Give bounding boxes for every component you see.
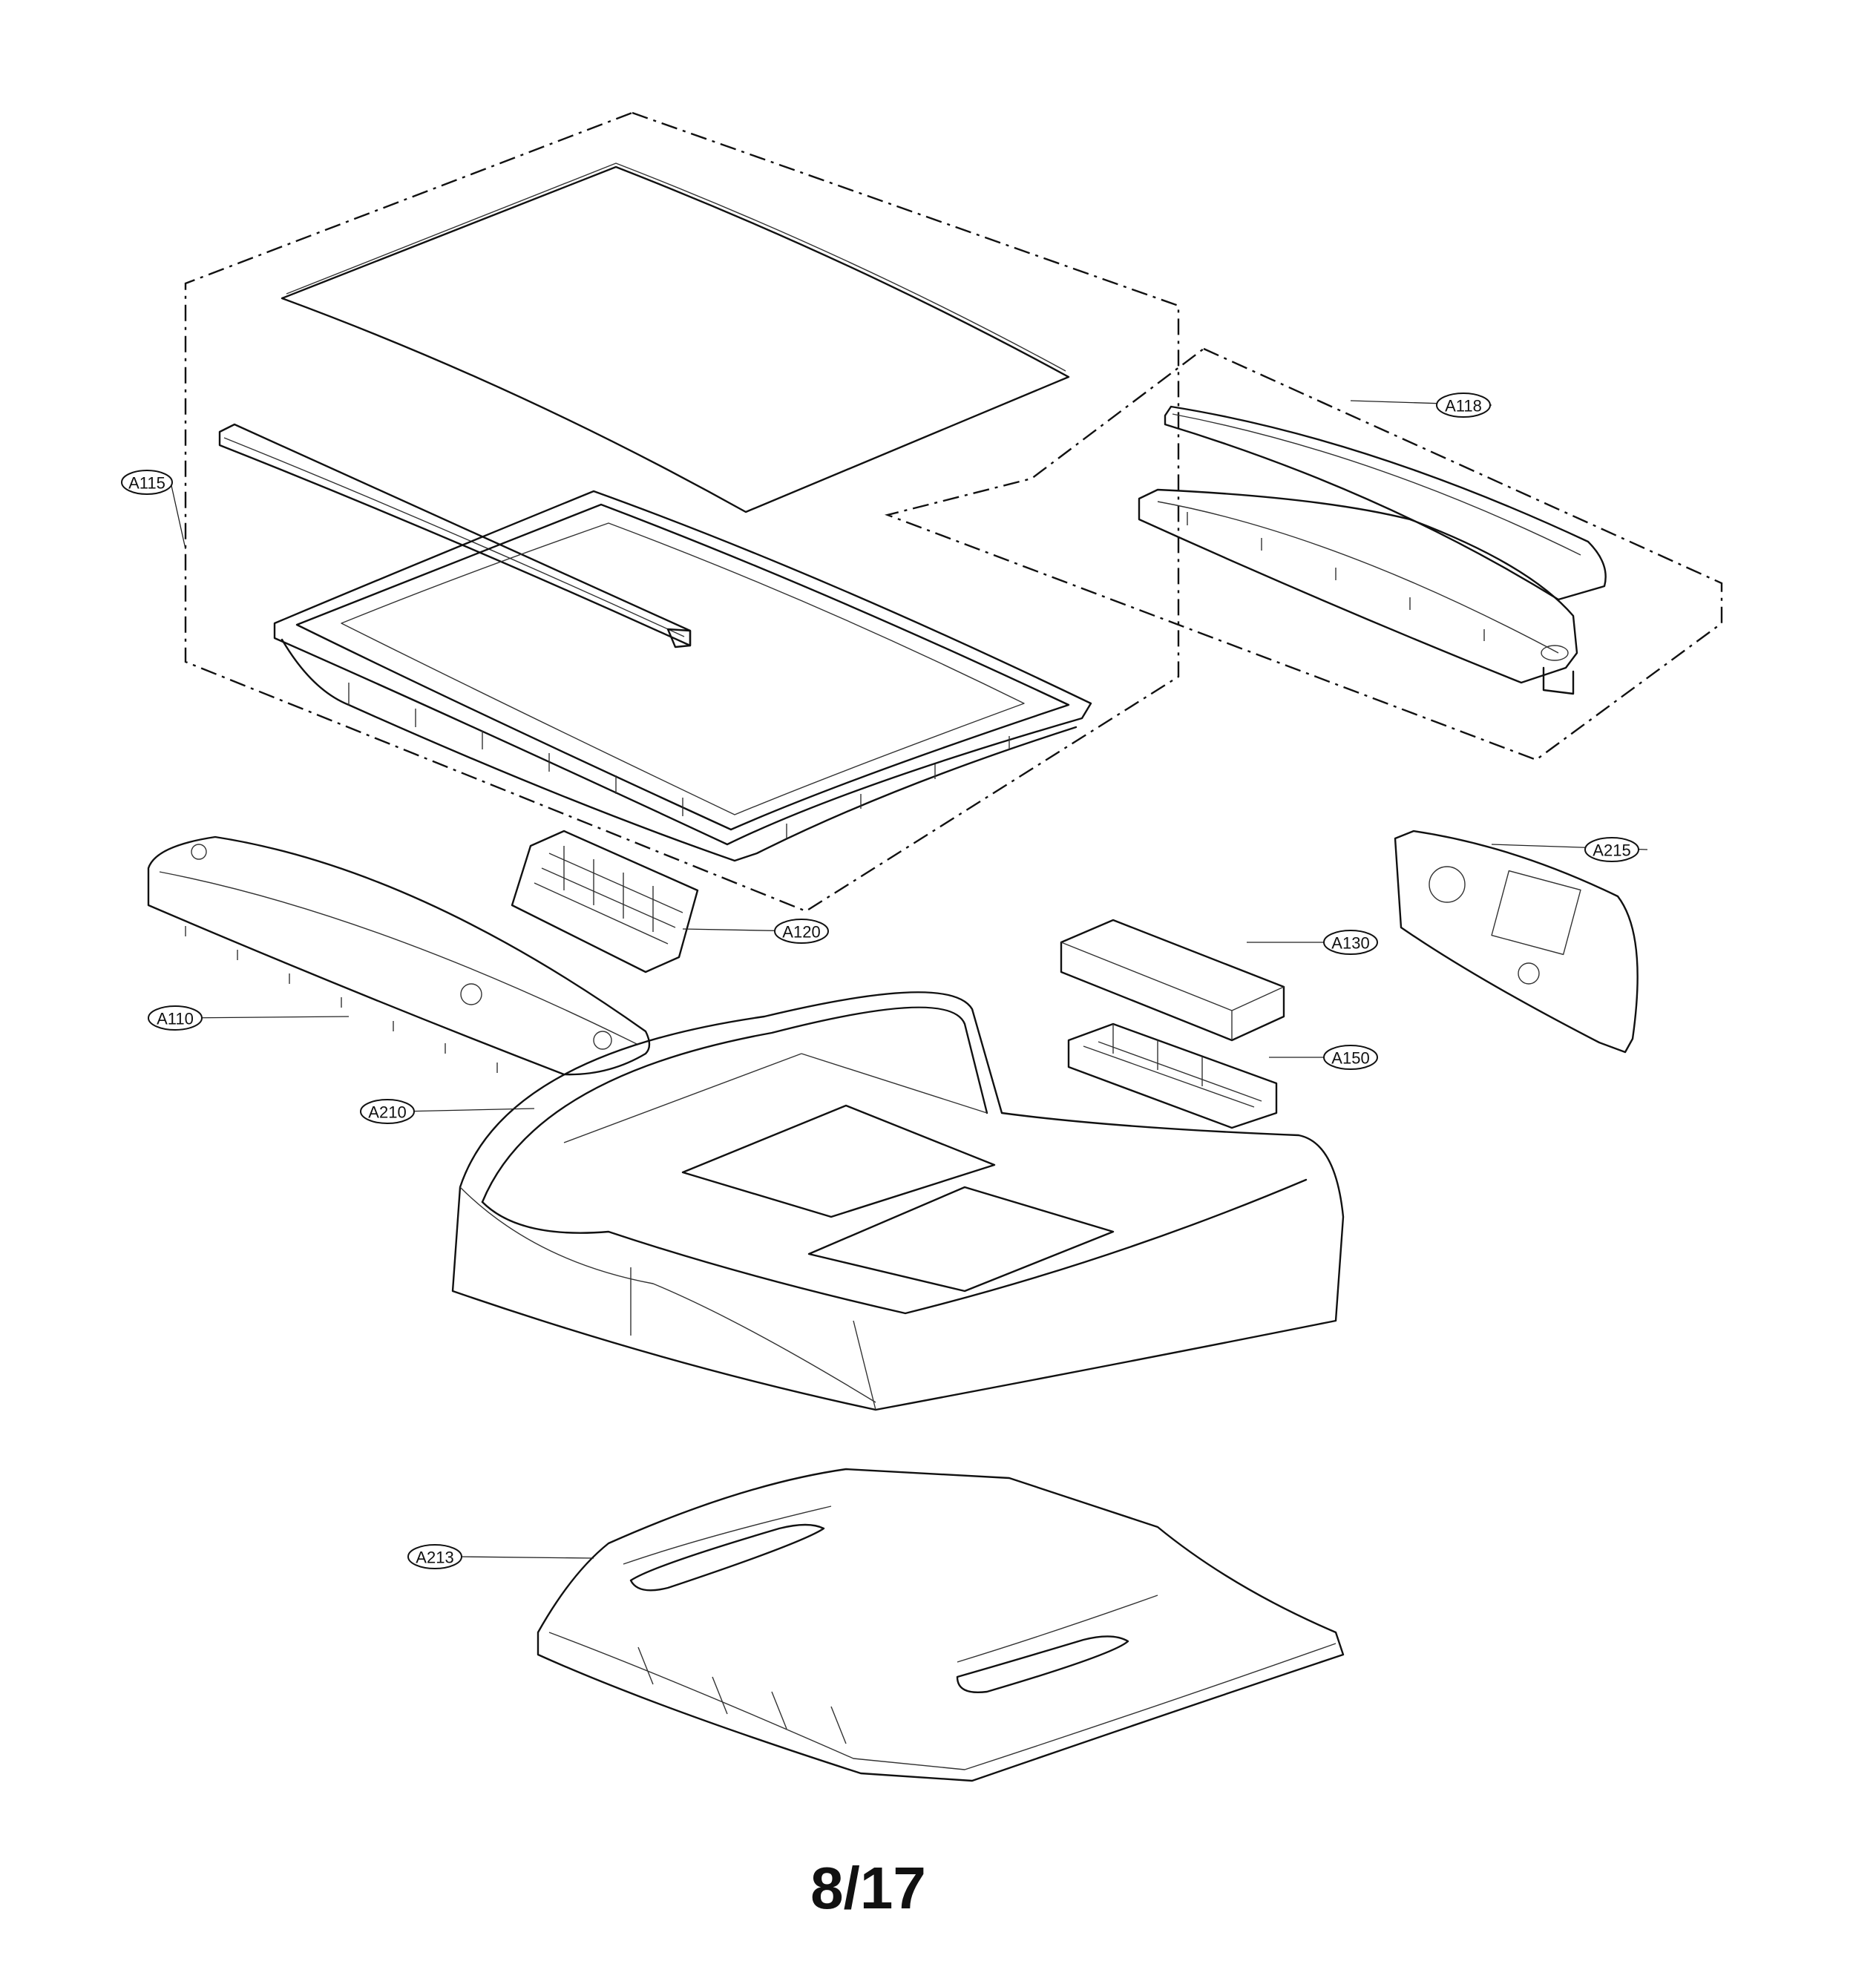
callout-a215-label: A215 bbox=[1593, 841, 1630, 860]
lid-hinge-strip bbox=[218, 423, 692, 648]
top-cover-frame bbox=[451, 991, 1345, 1411]
lid-glass-panel bbox=[281, 162, 1070, 513]
callout-a210: A210 bbox=[360, 1099, 415, 1124]
pcb-holder-tray bbox=[1067, 1022, 1278, 1129]
callout-a118: A118 bbox=[1436, 393, 1491, 418]
page-number: 8/17 bbox=[810, 1855, 926, 1921]
callout-a115: A115 bbox=[121, 470, 173, 495]
callout-a110: A110 bbox=[148, 1005, 203, 1031]
callout-a150: A150 bbox=[1323, 1045, 1378, 1070]
console-front-panel bbox=[147, 835, 651, 1076]
main-pcb-assembly bbox=[511, 830, 699, 973]
callout-a110-label: A110 bbox=[157, 1010, 194, 1028]
control-panel-group-boundary bbox=[885, 347, 1723, 761]
callout-a213-label: A213 bbox=[416, 1549, 453, 1567]
callout-a130: A130 bbox=[1323, 930, 1378, 955]
callout-a215: A215 bbox=[1584, 837, 1639, 862]
callout-a115-label: A115 bbox=[128, 474, 165, 493]
lid-group-boundary bbox=[184, 111, 1180, 913]
callout-a130-label: A130 bbox=[1331, 934, 1369, 953]
control-panel-base bbox=[1138, 488, 1578, 695]
callout-a150-label: A150 bbox=[1331, 1049, 1369, 1068]
callout-a210-label: A210 bbox=[368, 1103, 406, 1122]
callout-a120: A120 bbox=[774, 919, 829, 944]
display-pcb-module bbox=[1060, 919, 1285, 1042]
base-tub-cover bbox=[537, 1468, 1345, 1782]
callout-a118-label: A118 bbox=[1445, 397, 1482, 416]
lid-frame bbox=[273, 490, 1092, 862]
control-panel-cover bbox=[1164, 405, 1607, 601]
callout-a213: A213 bbox=[407, 1544, 462, 1569]
side-bracket-cover bbox=[1394, 830, 1639, 1054]
callout-a120-label: A120 bbox=[782, 923, 820, 942]
